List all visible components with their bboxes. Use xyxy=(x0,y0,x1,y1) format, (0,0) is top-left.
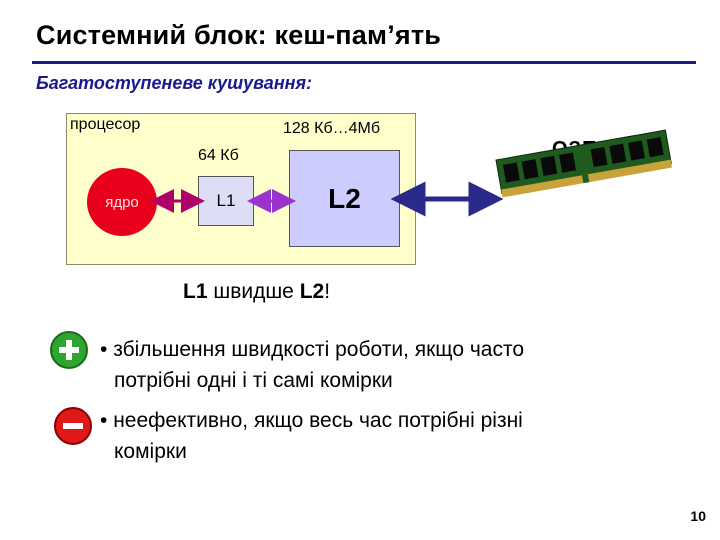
plus-bullet-line1: збільшення швидкості роботи, якщо часто xyxy=(113,338,524,361)
minus-bullet-line1: неефективно, якщо весь час потрібні різн… xyxy=(113,409,523,432)
plus-bullet: • збільшення швидкості роботи, якщо част… xyxy=(100,334,524,396)
note-end: ! xyxy=(324,280,330,303)
bullet-dot-icon: • xyxy=(100,409,113,432)
page-number: 10 xyxy=(690,508,706,524)
note-l1: L1 xyxy=(183,280,208,303)
minus-bullet: • неефективно, якщо весь час потрібні рі… xyxy=(100,405,523,467)
speed-note: L1 швидше L2! xyxy=(183,280,330,304)
bullet-dot-icon: • xyxy=(100,338,113,361)
minus-icon xyxy=(54,407,92,445)
note-l2: L2 xyxy=(300,280,325,303)
plus-icon xyxy=(50,331,88,369)
note-middle: швидше xyxy=(208,280,300,303)
plus-bullet-line2: потрібні одні і ті самі комірки xyxy=(100,365,524,396)
ram-module-icon xyxy=(496,130,672,197)
minus-bullet-line2: комірки xyxy=(100,436,523,467)
